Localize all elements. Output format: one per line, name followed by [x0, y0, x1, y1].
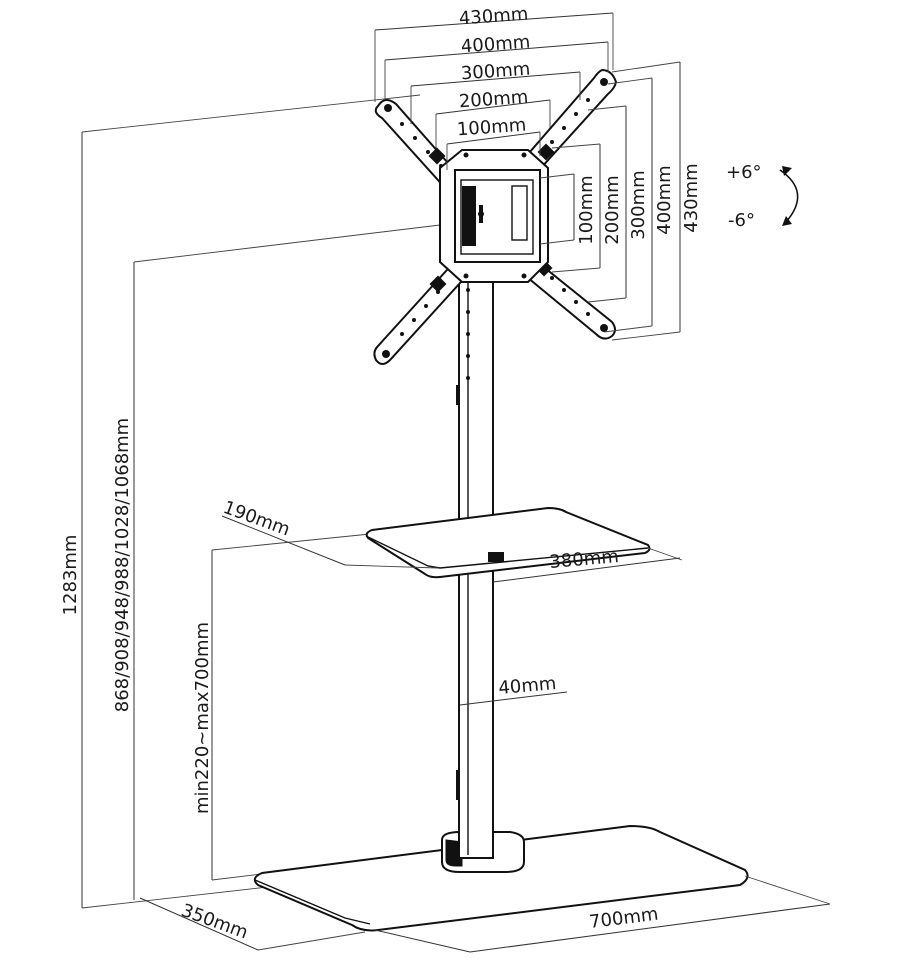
- shelf-width-dimension: [492, 547, 683, 583]
- label-height-200: 200mm: [602, 175, 623, 244]
- floor-base: [253, 824, 749, 932]
- label-height-400: 400mm: [654, 165, 675, 234]
- vesa-mount-plate: [373, 68, 618, 365]
- arm-bottom-left: [373, 258, 472, 365]
- label-shelf-depth: 190mm: [220, 497, 292, 540]
- shelf-height-dimension: [211, 532, 381, 881]
- label-base-depth: 350mm: [178, 900, 250, 943]
- base-depth-dimension: [139, 897, 366, 951]
- label-width-400: 400mm: [460, 32, 531, 58]
- base-width-dimension: [374, 875, 831, 953]
- tilt-arrow-icon: [779, 166, 799, 226]
- label-height-300: 300mm: [628, 170, 649, 239]
- arm-top-right: [514, 68, 618, 182]
- label-center-heights: 868/908/948/988/1028/1068mm: [112, 418, 133, 712]
- label-tilt-up: +6°: [726, 162, 762, 183]
- label-pole-width: 40mm: [498, 673, 558, 699]
- center-plate: [439, 149, 549, 283]
- label-total-height: 1283mm: [60, 535, 81, 616]
- glass-shelf: [365, 506, 651, 579]
- label-width-200: 200mm: [458, 87, 529, 113]
- arm-bottom-right: [514, 254, 616, 340]
- vesa-height-dimensions: [539, 61, 681, 341]
- label-height-100: 100mm: [576, 175, 597, 244]
- pole-width-dimension: [459, 691, 568, 706]
- vesa-width-dimensions: [374, 12, 614, 170]
- label-width-300: 300mm: [460, 59, 531, 85]
- center-height-dimension: [133, 224, 441, 900]
- label-height-430: 430mm: [681, 163, 702, 232]
- shelf-depth-dimension: [221, 515, 439, 569]
- label-shelf-height: min220~max700mm: [192, 622, 213, 814]
- label-tilt-down: -6°: [728, 210, 755, 231]
- label-width-100: 100mm: [456, 115, 527, 141]
- label-width-430: 430mm: [458, 4, 529, 30]
